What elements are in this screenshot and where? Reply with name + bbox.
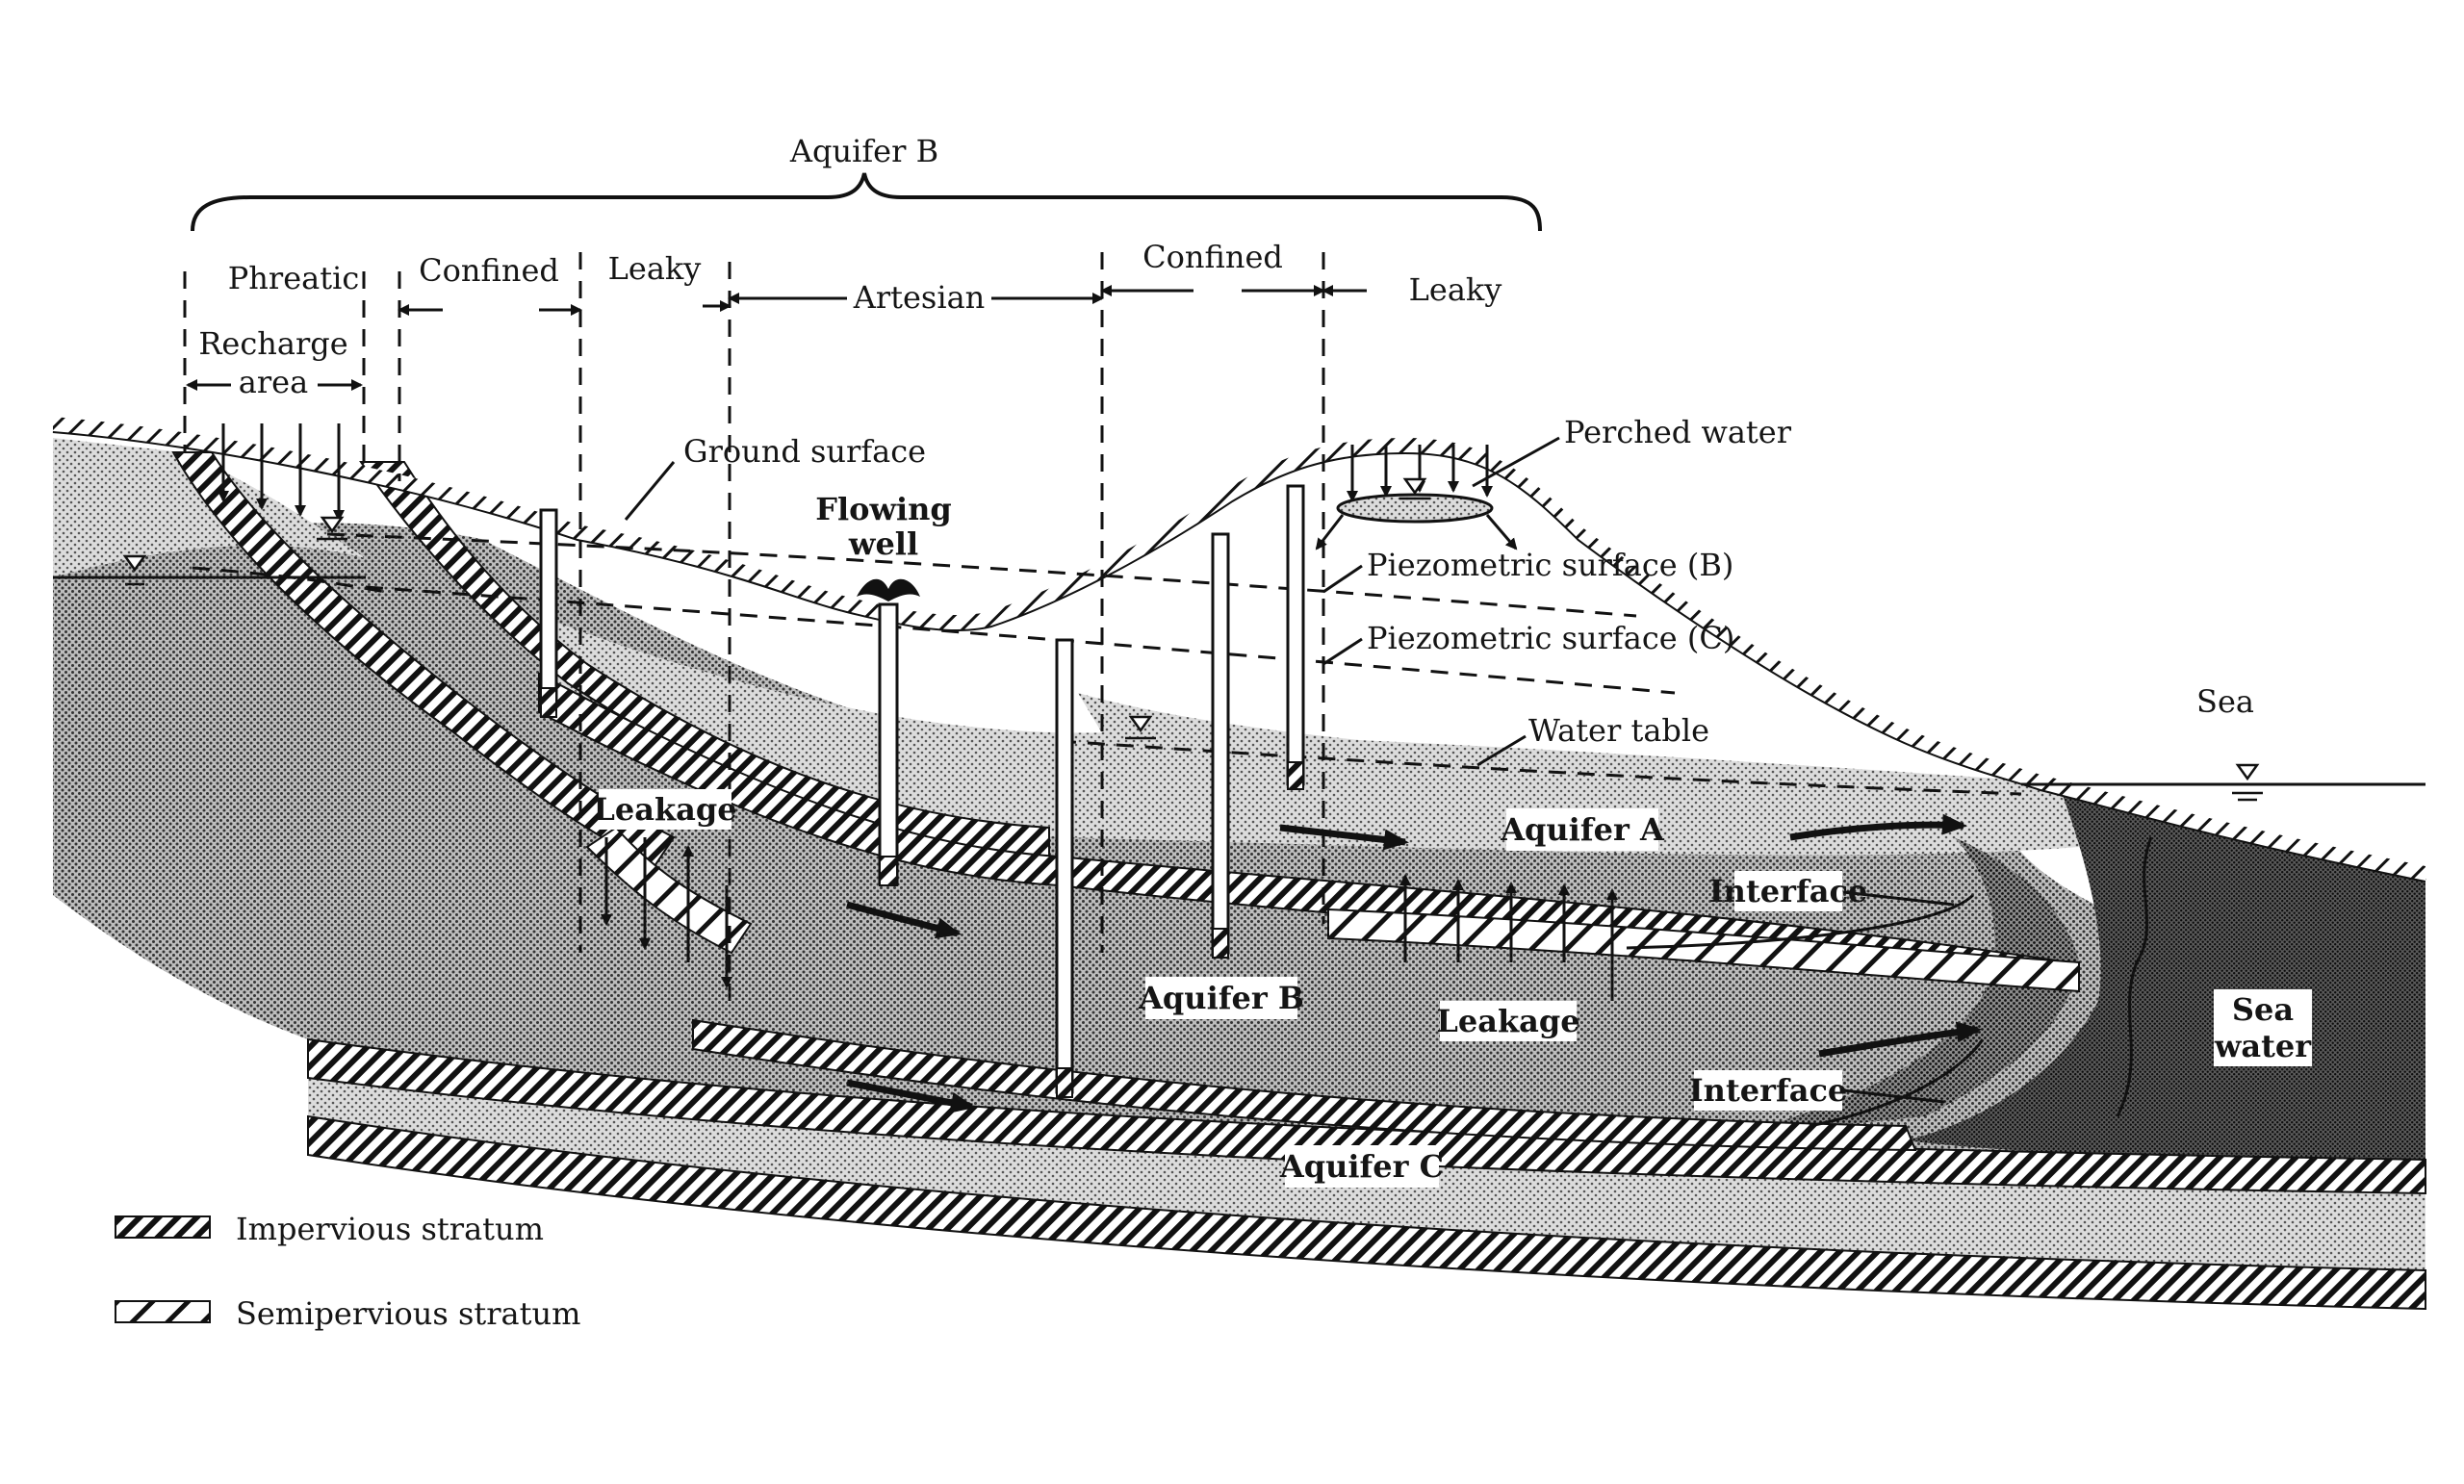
box-aquifer-b [1145, 977, 1297, 1019]
box-interface-1 [1734, 871, 1842, 911]
label-leakage-2: Leakage [1436, 1003, 1579, 1039]
leakage-arrows-right [1399, 874, 1618, 1001]
leader-piezometric-b [1322, 564, 1363, 594]
label-sea-water-2: water [2214, 1028, 2312, 1064]
well-4 [1211, 532, 1230, 959]
label-aquifer-a: Aquifer A [1500, 811, 1665, 848]
flow-arrow-aquifer-a [1279, 824, 1409, 851]
water-level-symbol-perched [1399, 477, 1430, 500]
leader-perched-water [1472, 436, 1560, 488]
flow-arrow-interface-b [1818, 1021, 1982, 1058]
aquifer-a-upper [1078, 693, 2012, 780]
leader-interface-b [1842, 1088, 1945, 1104]
aquifer-b-brace [191, 172, 1542, 232]
title-aquifer-b: Aquifer B [789, 133, 938, 169]
label-sea: Sea [2196, 683, 2254, 720]
water-level-symbol-sea [2232, 763, 2263, 802]
label-aquifer-c: Aquifer C [1279, 1148, 1444, 1185]
label-sea-water-1: Sea [2232, 991, 2294, 1028]
legend-semipervious-swatch [115, 1300, 211, 1323]
label-piezometric-b: Piezometric surface (B) [1367, 547, 1733, 583]
semipervious-band-right [1327, 908, 2080, 993]
legend-impervious-swatch [115, 1215, 211, 1239]
flowing-well [857, 578, 920, 886]
interface-curve-a [1626, 893, 1975, 950]
semipervious-band-left [585, 826, 753, 955]
impervious-band-left [171, 451, 676, 868]
leader-water-table [1476, 734, 1527, 767]
impervious-band-bottom [307, 1114, 2426, 1311]
flow-arrow-interface-a [1789, 813, 1967, 841]
label-perched-water: Perched water [1564, 414, 1792, 450]
leader-interface-a [1842, 890, 1955, 907]
box-leakage-1 [599, 789, 732, 830]
zone-confined-2: Confined [1142, 239, 1283, 275]
flow-arrow-aquifer-c [846, 1079, 976, 1113]
sea-floor-hatching [2040, 775, 2426, 881]
legend-semipervious-label: Semipervious stratum [236, 1295, 580, 1332]
recharge-arrows [218, 423, 345, 522]
interface-curve-b [1809, 1038, 1985, 1128]
label-leakage-1: Leakage [593, 791, 736, 828]
ground-hatching [53, 417, 2040, 789]
water-level-symbol-aquifer-a [1125, 715, 1156, 740]
well-3 [1055, 638, 1074, 1098]
legend: Impervious stratum Semipervious stratum [115, 1211, 580, 1332]
perched-outflow-right [1485, 514, 1518, 550]
well-1 [539, 508, 558, 718]
water-level-symbol-recharge [317, 516, 347, 541]
water-level-symbol-left [119, 554, 150, 586]
box-leakage-2 [1440, 1001, 1577, 1041]
aquifer-a-body [539, 616, 2094, 856]
sea-boundary-wave [2116, 836, 2153, 1117]
leader-ground-surface [624, 461, 676, 521]
zone-recharge-line1: Recharge [198, 325, 347, 362]
label-piezometric-c: Piezometric surface (C) [1367, 620, 1734, 656]
zone-leaky-1: Leaky [608, 250, 702, 287]
box-interface-2 [1694, 1070, 1842, 1111]
zone-leaky-2: Leaky [1409, 271, 1502, 308]
zone-artesian: Artesian [853, 279, 986, 316]
zone-confined-1: Confined [419, 252, 559, 289]
zone-phreatic: Phreatic [228, 260, 359, 296]
recharge-water-line [192, 566, 386, 594]
perched-outflow-left [1315, 514, 1345, 550]
flowing-well-fountain [857, 578, 920, 601]
box-aquifer-a [1506, 808, 1658, 851]
label-flowing-well-1: Flowing [815, 491, 952, 527]
box-sea-water [2214, 989, 2312, 1066]
label-water-table: Water table [1528, 712, 1709, 749]
zone-recharge-line2: area [239, 364, 308, 400]
flow-arrow-aquifer-b [846, 901, 962, 939]
well-5 [1286, 484, 1305, 790]
leakage-arrows-left [601, 837, 732, 988]
label-ground-surface: Ground surface [683, 433, 926, 470]
impervious-band-lower [307, 1037, 2426, 1195]
label-flowing-well-2: well [848, 525, 918, 562]
box-aquifer-c [1285, 1145, 1439, 1188]
legend-impervious-label: Impervious stratum [236, 1211, 544, 1247]
label-interface-1: Interface [1709, 873, 1868, 909]
sea-water-zone [1906, 787, 2426, 1160]
piezometric-surface-b-line [326, 532, 1637, 618]
interface-zone [1732, 837, 2079, 1136]
label-aquifer-b: Aquifer B [1138, 980, 1304, 1016]
leader-piezometric-c [1322, 637, 1363, 666]
label-interface-2: Interface [1689, 1072, 1848, 1109]
water-table-line [1058, 739, 2022, 796]
